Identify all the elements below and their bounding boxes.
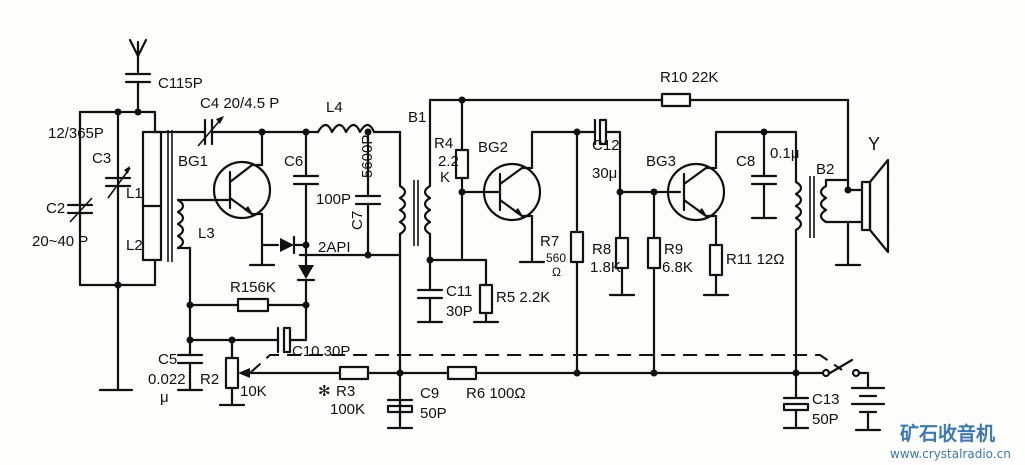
label-r4: R4 bbox=[434, 135, 453, 152]
label-r8: R8 bbox=[592, 241, 611, 258]
capacitor-c8 bbox=[750, 130, 778, 220]
label-b1: B1 bbox=[408, 109, 426, 126]
label-r4-value-2: K bbox=[440, 169, 450, 186]
label-r7: R7 bbox=[540, 233, 559, 250]
resistor-r5 bbox=[472, 258, 500, 324]
resistor-r10 bbox=[660, 92, 692, 108]
label-c5-unit: μ bbox=[160, 389, 169, 406]
watermark-url: www.crystalradio.cn bbox=[890, 447, 1011, 461]
label-c10: C10 30P bbox=[292, 343, 350, 360]
resistor-r7 bbox=[569, 130, 585, 377]
power-switch bbox=[794, 358, 870, 390]
resistor-r4 bbox=[454, 98, 470, 260]
label-c7-value: 5600P bbox=[359, 135, 376, 178]
potentiometer-r2 bbox=[218, 338, 342, 407]
label-c5-value: 0.022 bbox=[148, 371, 186, 388]
label-diode: 2API bbox=[318, 239, 351, 256]
label-speaker-y: Y bbox=[868, 134, 880, 154]
switch-linkage bbox=[249, 354, 843, 374]
label-r8-value: 1.8K bbox=[590, 259, 621, 276]
capacitor-c4 bbox=[153, 116, 320, 147]
label-r5: R5 2.2K bbox=[496, 289, 550, 306]
capacitor-c2 bbox=[66, 197, 94, 223]
label-c2-value: 20~40 P bbox=[32, 233, 88, 250]
label-c2: C2 bbox=[46, 200, 65, 217]
coil-l1-l2 bbox=[141, 110, 185, 287]
resistor-r9 bbox=[646, 190, 662, 377]
label-r1: R156K bbox=[230, 279, 276, 296]
capacitor-c1 bbox=[124, 72, 152, 114]
capacitor-c13 bbox=[782, 371, 810, 430]
capacitor-c3 bbox=[104, 166, 132, 199]
resistor-r3 bbox=[338, 365, 450, 381]
transistor-bg1 bbox=[208, 130, 276, 267]
label-c12: C12 bbox=[592, 137, 620, 154]
label-c6: C6 bbox=[284, 153, 303, 170]
label-l3: L3 bbox=[198, 225, 215, 242]
label-r6: R6 100Ω bbox=[466, 385, 526, 402]
label-r2-value: 10K bbox=[240, 383, 267, 400]
transistor-bg3 bbox=[666, 130, 798, 247]
capacitor-c11 bbox=[416, 258, 488, 324]
label-r9: R9 bbox=[664, 241, 683, 258]
resistor-r6 bbox=[446, 365, 478, 381]
junction-dots bbox=[114, 96, 852, 377]
transformer-b1 bbox=[398, 98, 432, 422]
battery bbox=[850, 386, 886, 432]
label-c3-value: 12/365P bbox=[48, 125, 104, 142]
speaker-y bbox=[834, 158, 890, 267]
label-r9-value: 6.8K bbox=[662, 259, 693, 276]
antenna-symbol bbox=[128, 38, 148, 74]
label-r3-value: 100K bbox=[330, 401, 365, 418]
capacitor-c5 bbox=[176, 353, 204, 392]
label-l1: L1 bbox=[126, 185, 143, 202]
coil-l4 bbox=[316, 123, 402, 134]
watermark-title: 矿石收音机 bbox=[900, 422, 995, 445]
label-bg3: BG3 bbox=[646, 153, 676, 170]
label-l4: L4 bbox=[326, 99, 343, 116]
label-r7-value-2: Ω bbox=[552, 265, 561, 279]
label-c1: C115P bbox=[158, 75, 203, 92]
label-r11: R11 12Ω bbox=[726, 251, 784, 268]
label-r3: R3 bbox=[336, 383, 355, 400]
transformer-b2 bbox=[794, 130, 850, 377]
capacitor-c7 bbox=[298, 130, 402, 257]
label-bg1: BG1 bbox=[178, 153, 208, 170]
label-c12-value: 30μ bbox=[592, 165, 617, 182]
label-c11: C11 bbox=[446, 283, 472, 300]
label-c4: C4 20/4.5 P bbox=[200, 95, 279, 112]
capacitor-c12 bbox=[593, 118, 622, 240]
resistor-r8 bbox=[608, 236, 636, 297]
capacitor-c10 bbox=[188, 326, 308, 354]
label-c6-value: 100P bbox=[316, 191, 351, 208]
label-c8-value: 0.1μ bbox=[770, 145, 800, 162]
label-c13-value: 50P bbox=[812, 411, 839, 428]
capacitor-c9 bbox=[386, 398, 414, 430]
capacitor-c6 bbox=[292, 130, 320, 247]
transistor-bg2 bbox=[460, 130, 597, 264]
label-r4-value-1: 2.2 bbox=[438, 153, 459, 170]
label-c7: C7 bbox=[349, 211, 366, 230]
label-c13: C13 bbox=[812, 391, 840, 408]
resistor-r11 bbox=[702, 243, 730, 297]
label-c11-value: 30P bbox=[446, 303, 473, 320]
resistor-r1 bbox=[188, 297, 308, 313]
label-c3: C3 bbox=[92, 150, 111, 167]
label-r10: R10 22K bbox=[660, 69, 718, 86]
label-c9-value: 50P bbox=[420, 405, 447, 422]
label-r3-mark: ✻ bbox=[318, 383, 331, 400]
label-c9: C9 bbox=[420, 385, 439, 402]
label-b2: B2 bbox=[816, 161, 834, 178]
label-c8: C8 bbox=[736, 153, 755, 170]
label-l2: L2 bbox=[126, 237, 143, 254]
label-r7-value-1: 560 bbox=[546, 251, 566, 265]
label-r2: R2 bbox=[200, 371, 219, 388]
label-bg2: BG2 bbox=[478, 139, 508, 156]
label-c5: C5 bbox=[158, 351, 177, 368]
diode-2ap1 bbox=[260, 235, 316, 342]
